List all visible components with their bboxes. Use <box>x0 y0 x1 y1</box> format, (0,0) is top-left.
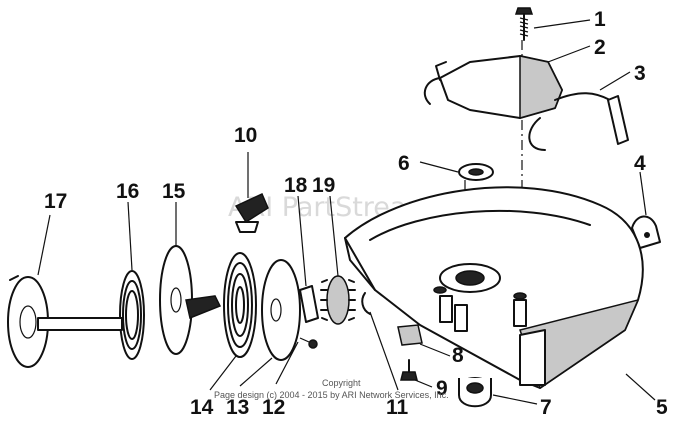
callout-6: 6 <box>398 152 410 175</box>
callout-11: 11 <box>386 396 409 419</box>
callout-14: 14 <box>190 396 214 419</box>
callout-16: 16 <box>116 180 139 203</box>
callout-4: 4 <box>634 152 646 175</box>
part-14-recoil-spring[interactable] <box>223 252 257 358</box>
copyright-notice: Page design (c) 2004 - 2015 by ARI Netwo… <box>214 390 449 400</box>
callout-10: 10 <box>234 124 257 147</box>
callout-8: 8 <box>452 344 464 367</box>
part-19-gear[interactable] <box>320 275 356 325</box>
callout-17: 17 <box>44 190 67 213</box>
callout-5: 5 <box>656 396 668 419</box>
part-8-pad[interactable] <box>397 324 423 346</box>
callout-numbers: 1 2 3 4 5 6 7 8 9 10 11 12 13 14 15 16 1… <box>44 8 668 419</box>
callout-2: 2 <box>594 36 606 59</box>
copyright-label: Copyright <box>322 378 361 388</box>
part-13-pulley[interactable] <box>261 259 301 361</box>
callout-18: 18 <box>284 174 308 197</box>
callout-3: 3 <box>634 62 646 85</box>
part-18-pawl-spring[interactable] <box>299 285 319 323</box>
callout-15: 15 <box>162 180 186 203</box>
part-1-screw[interactable] <box>514 7 534 41</box>
callout-1: 1 <box>594 8 606 31</box>
callout-9: 9 <box>436 377 448 400</box>
part-7-bearing[interactable] <box>458 377 492 408</box>
callout-7: 7 <box>540 396 552 419</box>
part-2-ignition-module[interactable] <box>423 55 563 119</box>
callout-13: 13 <box>226 396 249 419</box>
callout-19: 19 <box>312 174 335 197</box>
leader-lines <box>37 19 656 405</box>
part-4-plug[interactable] <box>631 215 661 249</box>
part-9-bolt[interactable] <box>400 359 418 381</box>
callout-12: 12 <box>262 396 285 419</box>
part-5-blower-housing[interactable] <box>344 186 644 390</box>
part-15-rope-pulley[interactable] <box>159 245 222 355</box>
part-16-spring[interactable] <box>119 270 145 360</box>
part-12-screw[interactable] <box>299 337 318 349</box>
part-17-starter-cup[interactable] <box>7 275 123 368</box>
part-3-wire[interactable] <box>528 92 629 151</box>
part-10-pawl[interactable] <box>234 192 269 233</box>
part-6-washer[interactable] <box>458 163 494 181</box>
part-11-retaining-ring[interactable] <box>361 292 371 315</box>
